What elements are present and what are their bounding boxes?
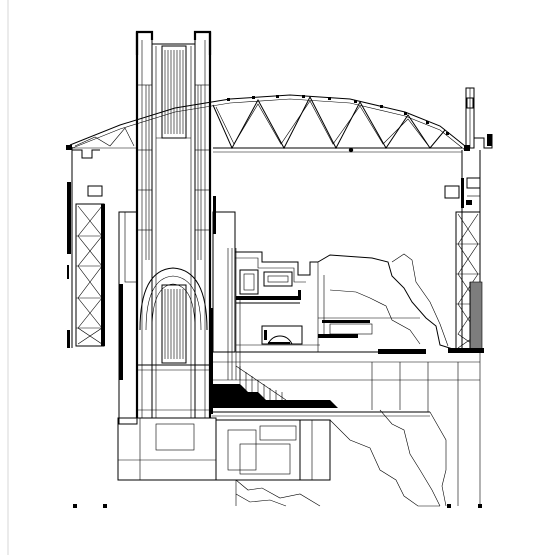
tower-lower-panel — [161, 284, 187, 364]
plinth-mid-block — [215, 419, 301, 481]
tower-right-solid-lower — [209, 308, 213, 414]
staircase-solid — [212, 384, 338, 408]
tower-shaft-lines — [145, 85, 202, 260]
terrace-block-a — [239, 269, 259, 295]
terrace-upper — [235, 251, 318, 276]
central-tower — [118, 30, 236, 425]
right-shaded-panel — [469, 281, 483, 351]
truss-top-chord-inner — [69, 98, 466, 151]
plinth-left-block — [117, 417, 217, 481]
left-wall-solid-mid — [67, 265, 69, 279]
tower-top-panel-hatch — [164, 50, 184, 134]
terrace-arch — [267, 335, 293, 345]
base-marker — [447, 504, 451, 508]
lower-right-frames — [212, 352, 481, 506]
left-wall-solid-upper — [67, 182, 71, 254]
truss-left-web — [74, 127, 135, 147]
left-column-bracing-2 — [77, 205, 103, 345]
staircase-steps — [235, 365, 287, 401]
left-step-detail — [72, 149, 100, 159]
lower-plinth — [117, 409, 447, 507]
left-bracket — [87, 185, 103, 197]
tower-dome — [139, 267, 208, 331]
tower-right-annex — [212, 211, 236, 353]
tower-left-solid-column — [119, 284, 123, 380]
stepped-terraces — [227, 248, 484, 380]
tower-right-cap — [193, 30, 212, 55]
ground-rock-a — [235, 479, 321, 507]
base-markers — [73, 504, 482, 508]
hillside-profile — [317, 254, 457, 351]
terrace-ledge-lower — [378, 349, 426, 354]
left-column-edge — [101, 204, 105, 346]
right-bracket — [444, 185, 460, 199]
truss-web-inner — [215, 100, 428, 145]
tower-left-cap — [135, 30, 154, 55]
terrace-ledge-upper — [236, 296, 300, 300]
left-wall-structure — [66, 145, 105, 348]
base-marker — [73, 504, 77, 508]
tower-right-solid-upper — [213, 196, 216, 234]
base-marker — [478, 504, 482, 508]
base-marker — [103, 504, 107, 508]
grand-staircase — [212, 365, 430, 417]
truss-nodes — [227, 95, 449, 153]
left-braced-column — [75, 203, 105, 347]
terrace-block-b — [263, 271, 293, 287]
left-wall-solid-lower — [67, 330, 70, 348]
hillside-inner — [391, 253, 449, 347]
truss-web — [212, 95, 446, 150]
terrace-ledge-mid — [318, 334, 358, 338]
terrace-block-c — [261, 325, 303, 345]
tower-floor-lines — [137, 84, 210, 231]
roof-truss — [69, 94, 466, 153]
ground-rock-b — [329, 419, 440, 507]
right-wall-structure — [444, 87, 493, 352]
tower-lower-panel-hatch — [164, 289, 184, 359]
